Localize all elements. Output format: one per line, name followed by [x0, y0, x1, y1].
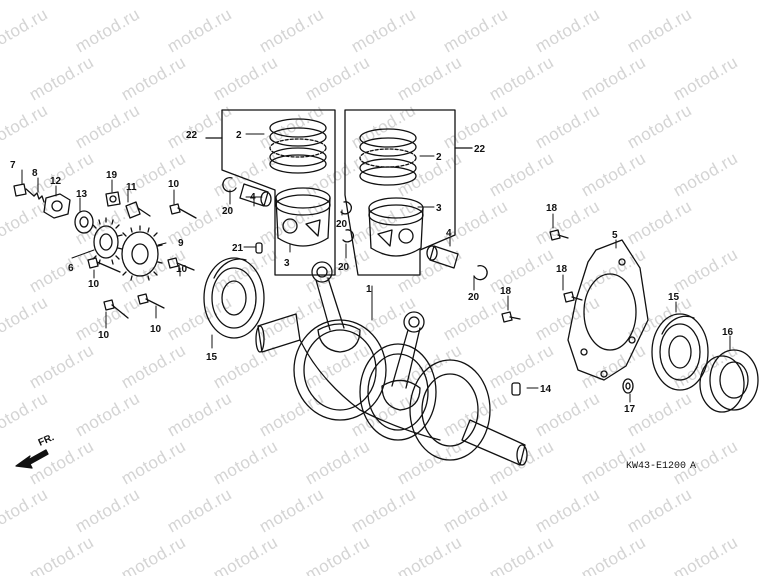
drawing-code: KW43-E1200 — [626, 461, 686, 472]
callout-15-left: 15 — [206, 352, 218, 363]
primary-drive-gears — [92, 217, 163, 281]
callout-17: 17 — [624, 404, 636, 415]
connecting-rod-left — [311, 261, 361, 353]
callout-10-a: 10 — [168, 179, 180, 190]
callout-20-c: 20 — [338, 262, 350, 273]
callout-19: 19 — [106, 170, 118, 181]
callout-labels: 1 2 2 3 3 4 4 5 6 7 8 9 10 10 10 10 10 1… — [10, 130, 734, 415]
bearing-right — [651, 313, 709, 391]
piston-ring-set-left — [269, 118, 327, 174]
callout-5: 5 — [612, 230, 618, 241]
callout-20-d: 20 — [468, 292, 480, 303]
collar — [622, 378, 634, 394]
piston-pin-left — [239, 183, 272, 207]
callout-14: 14 — [540, 384, 552, 395]
callout-20-a: 20 — [222, 206, 234, 217]
piston-ring-set-right — [359, 128, 417, 186]
right-bolts — [501, 229, 583, 323]
piston-kit-frame-left — [205, 109, 336, 276]
callout-6: 6 — [68, 263, 74, 274]
callout-10-c: 10 — [88, 279, 100, 290]
lower-left-bolts — [87, 257, 195, 319]
callout-22-right: 22 — [474, 144, 486, 155]
callout-2-left: 2 — [236, 130, 242, 141]
callout-7: 7 — [10, 160, 16, 171]
dowel-pin — [511, 382, 521, 396]
piston-pin-clips — [222, 177, 488, 281]
bearing-left — [203, 257, 265, 339]
callout-21: 21 — [232, 243, 244, 254]
callout-10-b: 10 — [176, 264, 188, 275]
drawing-code-suffix: A — [690, 461, 696, 472]
callout-8: 8 — [32, 168, 38, 179]
left-fasteners — [13, 183, 197, 234]
callout-1: 1 — [366, 284, 372, 295]
front-label: FR. — [37, 432, 56, 449]
oil-seal — [699, 349, 759, 413]
callout-18-c: 18 — [500, 286, 512, 297]
callout-3-left: 3 — [284, 258, 290, 269]
callout-4-right: 4 — [446, 228, 452, 239]
connecting-rod-right — [381, 311, 425, 411]
leader-lines — [21, 133, 731, 403]
callout-3-right: 3 — [436, 203, 442, 214]
callout-12: 12 — [50, 176, 62, 187]
callout-10-e: 10 — [150, 324, 162, 335]
bearing-holder — [567, 239, 649, 381]
callout-15-right: 15 — [668, 292, 680, 303]
callout-18-b: 18 — [556, 264, 568, 275]
knock-pin — [255, 242, 263, 254]
front-direction-arrow — [15, 449, 49, 469]
callout-16: 16 — [722, 327, 734, 338]
callout-22-left: 22 — [186, 130, 198, 141]
callout-18-a: 18 — [546, 203, 558, 214]
piston-pin-right — [426, 245, 459, 269]
callout-20-b: 20 — [336, 219, 348, 230]
piston-left — [275, 187, 331, 247]
piston-kit-frame-right — [344, 109, 473, 276]
callout-9: 9 — [178, 238, 184, 249]
callout-2-right: 2 — [436, 152, 442, 163]
callout-13: 13 — [76, 189, 88, 200]
callout-10-d: 10 — [98, 330, 110, 341]
callout-4-left: 4 — [250, 192, 256, 203]
callout-11: 11 — [126, 182, 137, 193]
piston-right — [368, 197, 424, 257]
crankshaft — [255, 313, 528, 466]
